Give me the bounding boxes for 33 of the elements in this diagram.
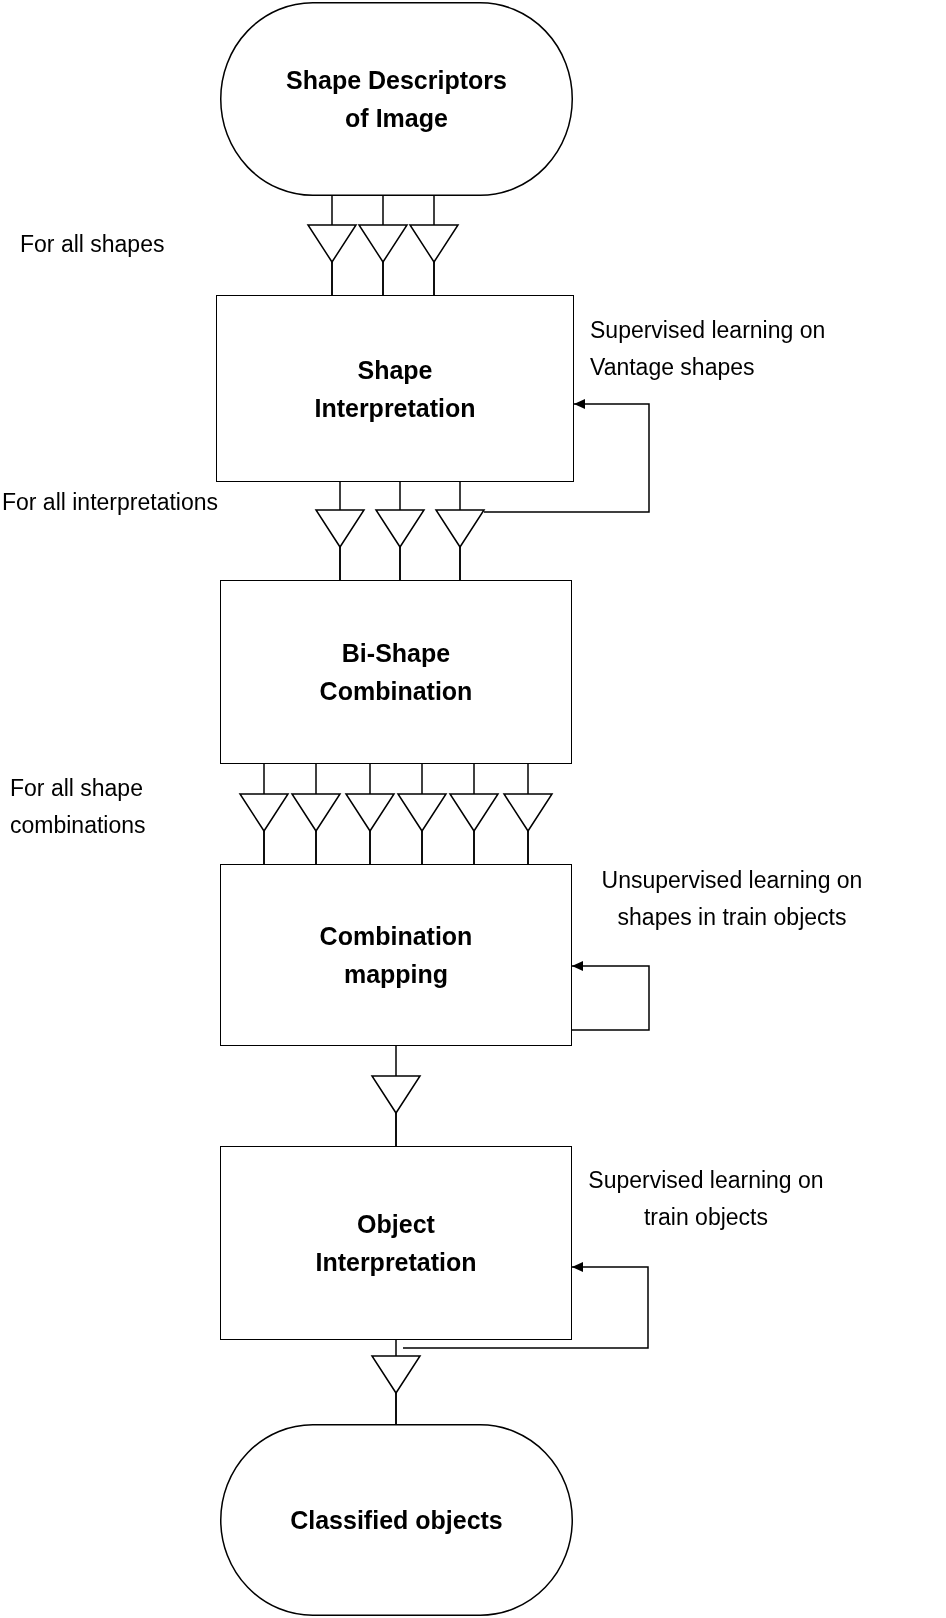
node-label: Shape Descriptors of Image xyxy=(285,65,508,134)
annotation-text: Unsupervised learning on shapes in train objects xyxy=(600,866,864,932)
arrow xyxy=(371,1339,421,1425)
node-label: Classified objects xyxy=(290,1505,503,1536)
annotation-text: Supervised learning on train objects xyxy=(587,1166,825,1232)
arrow xyxy=(409,195,459,296)
process-box xyxy=(220,1146,572,1340)
arrow xyxy=(239,763,289,865)
arrow xyxy=(371,1045,421,1147)
feedback-arrow xyxy=(571,961,650,1031)
feedback-arrow xyxy=(483,399,650,513)
feedback-arrow xyxy=(402,1262,649,1349)
node-label: Bi-Shape Combination xyxy=(318,638,474,707)
node-label: Shape Interpretation xyxy=(313,354,477,424)
arrow xyxy=(345,763,395,865)
arrow xyxy=(435,481,485,581)
process-box xyxy=(220,864,572,1046)
arrow xyxy=(397,763,447,865)
arrow xyxy=(358,195,408,296)
arrow xyxy=(291,763,341,865)
process-box xyxy=(220,580,572,764)
annotation-text: For all interpretations xyxy=(0,488,219,517)
process-box xyxy=(216,295,574,482)
node-label: Combination mapping xyxy=(318,921,474,990)
arrow xyxy=(449,763,499,865)
arrow xyxy=(307,195,357,296)
arrow xyxy=(503,763,553,865)
arrow xyxy=(375,481,425,581)
arrow xyxy=(315,481,365,581)
annotation-text: For all shapes xyxy=(20,230,166,259)
node-label: Object Interpretation xyxy=(314,1209,478,1278)
annotation-text: For all shape combinations xyxy=(10,774,147,840)
annotation-text: Supervised learning on Vantage shapes xyxy=(590,316,827,382)
